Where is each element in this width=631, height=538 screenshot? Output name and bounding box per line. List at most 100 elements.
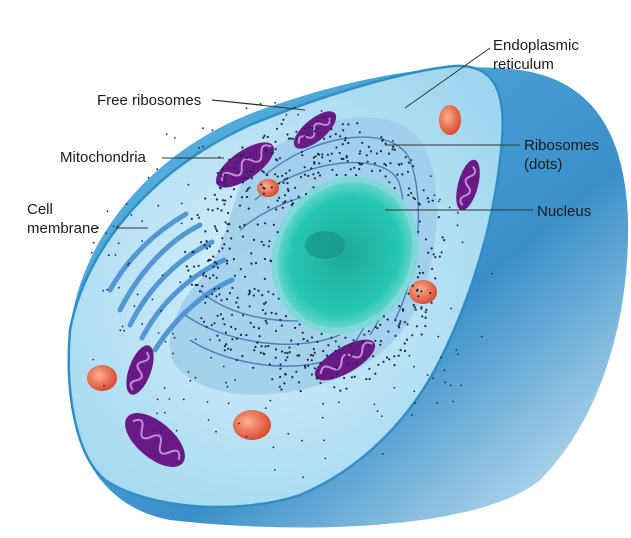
ribosome-dot xyxy=(204,230,206,232)
ribosome-dot xyxy=(210,357,212,359)
ribosome-dot xyxy=(265,407,267,409)
ribosome-dot xyxy=(381,415,383,417)
ribosome-dot xyxy=(130,214,132,216)
ribosome-dot xyxy=(174,137,176,139)
ribosome-dot xyxy=(457,212,459,214)
ribosome-dot xyxy=(257,223,259,225)
ribosome-dot xyxy=(398,355,400,357)
ribosome-dot xyxy=(208,259,210,261)
ribosome-dot xyxy=(321,333,323,335)
ribosome-dot xyxy=(165,341,167,343)
ribosome-dot xyxy=(204,302,206,304)
ribosome-dot xyxy=(339,390,341,392)
ribosome-dot xyxy=(345,353,347,355)
ribosome-dot xyxy=(174,337,176,339)
ribosome-dot xyxy=(368,368,370,370)
ribosome-dot xyxy=(387,330,389,332)
ribosome-dot xyxy=(318,162,320,164)
ribosome-dot xyxy=(392,148,394,150)
ribosome-dot xyxy=(304,128,306,130)
ribosome-dot xyxy=(374,340,376,342)
ribosome-dot xyxy=(214,261,216,263)
ribosome-dot xyxy=(443,239,445,241)
ribosome-dot xyxy=(421,333,423,335)
ribosome-dot xyxy=(258,327,260,329)
ribosome-dot xyxy=(198,265,200,267)
ribosome-dot xyxy=(441,251,443,253)
ribosome-dot xyxy=(220,187,222,189)
ribosome-dot xyxy=(302,476,304,478)
ribosome-dot xyxy=(412,197,414,199)
ribosome-dot xyxy=(417,231,419,233)
vesicle-2 xyxy=(439,105,461,135)
ribosome-dot xyxy=(262,309,264,311)
ribosome-dot xyxy=(351,376,353,378)
ribosome-dot xyxy=(286,114,288,116)
ribosome-dot xyxy=(264,258,266,260)
ribosome-dot xyxy=(284,178,286,180)
ribosome-dot xyxy=(336,174,338,176)
ribosome-dot xyxy=(287,352,289,354)
ribosome-dot xyxy=(342,143,344,145)
ribosome-dot xyxy=(359,153,361,155)
ribosome-dot xyxy=(141,240,143,242)
ribosome-dot xyxy=(275,348,277,350)
ribosome-dot xyxy=(417,295,419,297)
ribosome-dot xyxy=(438,216,440,218)
ribosome-dot xyxy=(239,226,241,228)
ribosome-dot xyxy=(203,272,205,274)
ribosome-dot xyxy=(344,337,346,339)
ribosome-dot xyxy=(380,150,382,152)
ribosome-dot xyxy=(374,403,376,405)
ribosome-dot xyxy=(389,162,391,164)
ribosome-dot xyxy=(242,153,244,155)
ribosome-dot xyxy=(427,197,429,199)
ribosome-dot xyxy=(416,290,418,292)
vesicle-3 xyxy=(409,280,437,304)
label-cell-membrane: Cell membrane xyxy=(27,200,99,238)
ribosome-dot xyxy=(246,436,248,438)
ribosome-dot xyxy=(326,354,328,356)
ribosome-dot xyxy=(330,128,332,130)
ribosome-dot xyxy=(329,136,331,138)
ribosome-dot xyxy=(379,170,381,172)
ribosome-dot xyxy=(432,377,434,379)
ribosome-dot xyxy=(347,363,349,365)
ribosome-dot xyxy=(122,326,124,328)
ribosome-dot xyxy=(419,220,421,222)
ribosome-dot xyxy=(254,288,256,290)
ribosome-dot xyxy=(291,376,293,378)
ribosome-dot xyxy=(276,159,278,161)
ribosome-dot xyxy=(202,146,204,148)
ribosome-dot xyxy=(156,168,158,170)
ribosome-dot xyxy=(297,114,299,116)
ribosome-dot xyxy=(235,167,237,169)
ribosome-dot xyxy=(351,342,353,344)
ribosome-dot xyxy=(310,354,312,356)
ribosome-dot xyxy=(240,268,242,270)
ribosome-dot xyxy=(272,152,274,154)
ribosome-dot xyxy=(431,247,433,249)
ribosome-dot xyxy=(118,287,120,289)
ribosome-dot xyxy=(160,431,162,433)
ribosome-dot xyxy=(238,423,240,425)
ribosome-dot xyxy=(113,225,115,227)
ribosome-dot xyxy=(312,186,314,188)
ribosome-dot xyxy=(311,373,313,375)
ribosome-dot xyxy=(413,366,415,368)
ribosome-dot xyxy=(187,269,189,271)
ribosome-dot xyxy=(368,330,370,332)
ribosome-dot xyxy=(228,403,230,405)
ribosome-dot xyxy=(105,232,107,234)
ribosome-dot xyxy=(407,171,409,173)
ribosome-dot xyxy=(264,313,266,315)
ribosome-dot xyxy=(198,217,200,219)
ribosome-dot xyxy=(331,377,333,379)
ribosome-dot xyxy=(253,294,255,296)
ribosome-dot xyxy=(274,173,276,175)
ribosome-dot xyxy=(286,133,288,135)
ribosome-dot xyxy=(266,174,268,176)
ribosome-dot xyxy=(370,150,372,152)
ribosome-dot xyxy=(320,362,322,364)
ribosome-dot xyxy=(419,272,421,274)
